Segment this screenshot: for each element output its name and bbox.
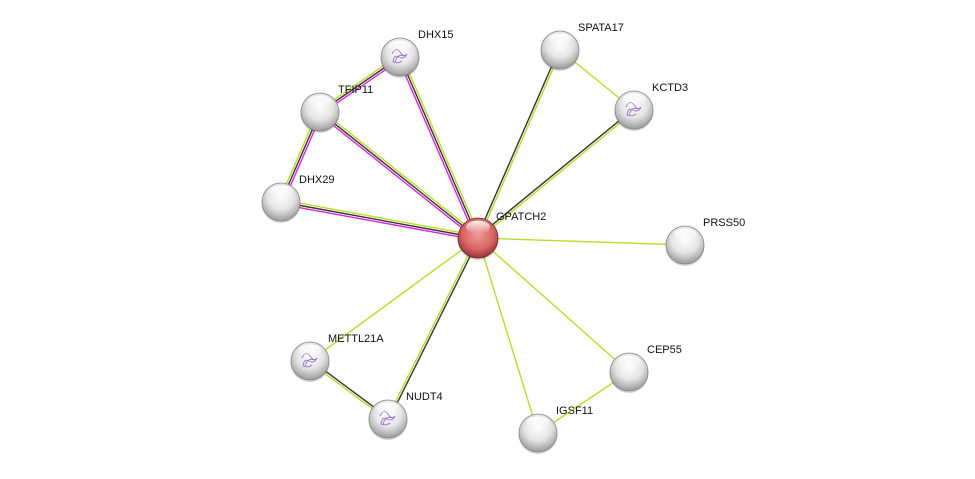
node-dhx29[interactable]: DHX29 xyxy=(261,174,335,223)
edge-line-textmining xyxy=(477,237,686,246)
node-label: METTL21A xyxy=(328,333,384,345)
edge-line-textmining xyxy=(386,237,478,419)
node-highlight xyxy=(308,95,332,108)
node-highlight xyxy=(466,220,490,234)
node-label: NUDT4 xyxy=(406,391,443,403)
node-highlight xyxy=(673,228,697,241)
edge-line-coexpression xyxy=(476,108,634,238)
edge-line-coexpression xyxy=(319,111,479,239)
edge-line-textmining xyxy=(320,109,480,237)
edge-line-experiments xyxy=(280,203,478,241)
node-highlight xyxy=(269,185,293,198)
edge-line-textmining xyxy=(309,237,479,362)
node-dhx15[interactable]: DHX15 xyxy=(380,29,454,78)
node-label: IGSF11 xyxy=(556,405,593,417)
edge-GPATCH2-NUDT4[interactable] xyxy=(386,237,480,420)
node-kctd3[interactable]: KCTD3 xyxy=(614,82,689,131)
node-label: DHX15 xyxy=(418,29,453,41)
edge-line-textmining xyxy=(281,199,479,237)
edge-line-textmining xyxy=(478,110,636,240)
edge-GPATCH2-METTL21A[interactable] xyxy=(309,237,479,362)
node-label: TFIP11 xyxy=(338,84,373,96)
edge-GPATCH2-DHX29[interactable] xyxy=(280,199,479,241)
node-label: DHX29 xyxy=(299,174,334,186)
node-nudt4[interactable]: NUDT4 xyxy=(368,391,443,440)
node-label: PRSS50 xyxy=(703,217,745,229)
edge-line-experiments xyxy=(397,57,477,240)
edge-line-experiments xyxy=(318,113,478,241)
edge-GPATCH2-CEP55[interactable] xyxy=(477,237,630,373)
node-highlight xyxy=(376,402,400,415)
node-cep55[interactable]: CEP55 xyxy=(609,344,682,393)
edge-line-coexpression xyxy=(399,56,479,239)
node-gpatch2[interactable]: GPATCH2 xyxy=(457,211,547,260)
edge-GPATCH2-SPATA17[interactable] xyxy=(476,49,562,239)
edge-line-coexpression xyxy=(388,238,480,420)
edge-line-textmining xyxy=(477,237,630,373)
node-mettl21a[interactable]: METTL21A xyxy=(290,333,385,382)
node-highlight xyxy=(617,355,641,368)
edge-GPATCH2-DHX15[interactable] xyxy=(397,55,481,240)
edge-GPATCH2-IGSF11[interactable] xyxy=(477,237,539,434)
node-label: GPATCH2 xyxy=(496,211,546,223)
node-highlight xyxy=(622,93,646,106)
node-highlight xyxy=(548,33,572,46)
node-prss50[interactable]: PRSS50 xyxy=(665,217,746,266)
edge-GPATCH2-TFIP11[interactable] xyxy=(318,109,480,241)
node-igsf11[interactable]: IGSF11 xyxy=(518,405,594,454)
edge-line-coexpression xyxy=(476,49,560,238)
node-label: SPATA17 xyxy=(578,22,624,34)
node-highlight xyxy=(526,416,550,429)
edge-line-textmining xyxy=(477,237,539,434)
edge-GPATCH2-KCTD3[interactable] xyxy=(476,108,636,240)
edge-line-textmining xyxy=(401,55,481,238)
node-label: CEP55 xyxy=(647,344,682,356)
edge-GPATCH2-PRSS50[interactable] xyxy=(477,237,686,246)
edge-line-coexpression xyxy=(280,201,479,239)
edge-line-textmining xyxy=(478,50,562,239)
node-highlight xyxy=(298,344,322,357)
node-label: KCTD3 xyxy=(652,82,688,94)
node-spata17[interactable]: SPATA17 xyxy=(540,22,624,71)
node-highlight xyxy=(388,40,412,53)
node-tfip11[interactable]: TFIP11 xyxy=(300,84,374,133)
